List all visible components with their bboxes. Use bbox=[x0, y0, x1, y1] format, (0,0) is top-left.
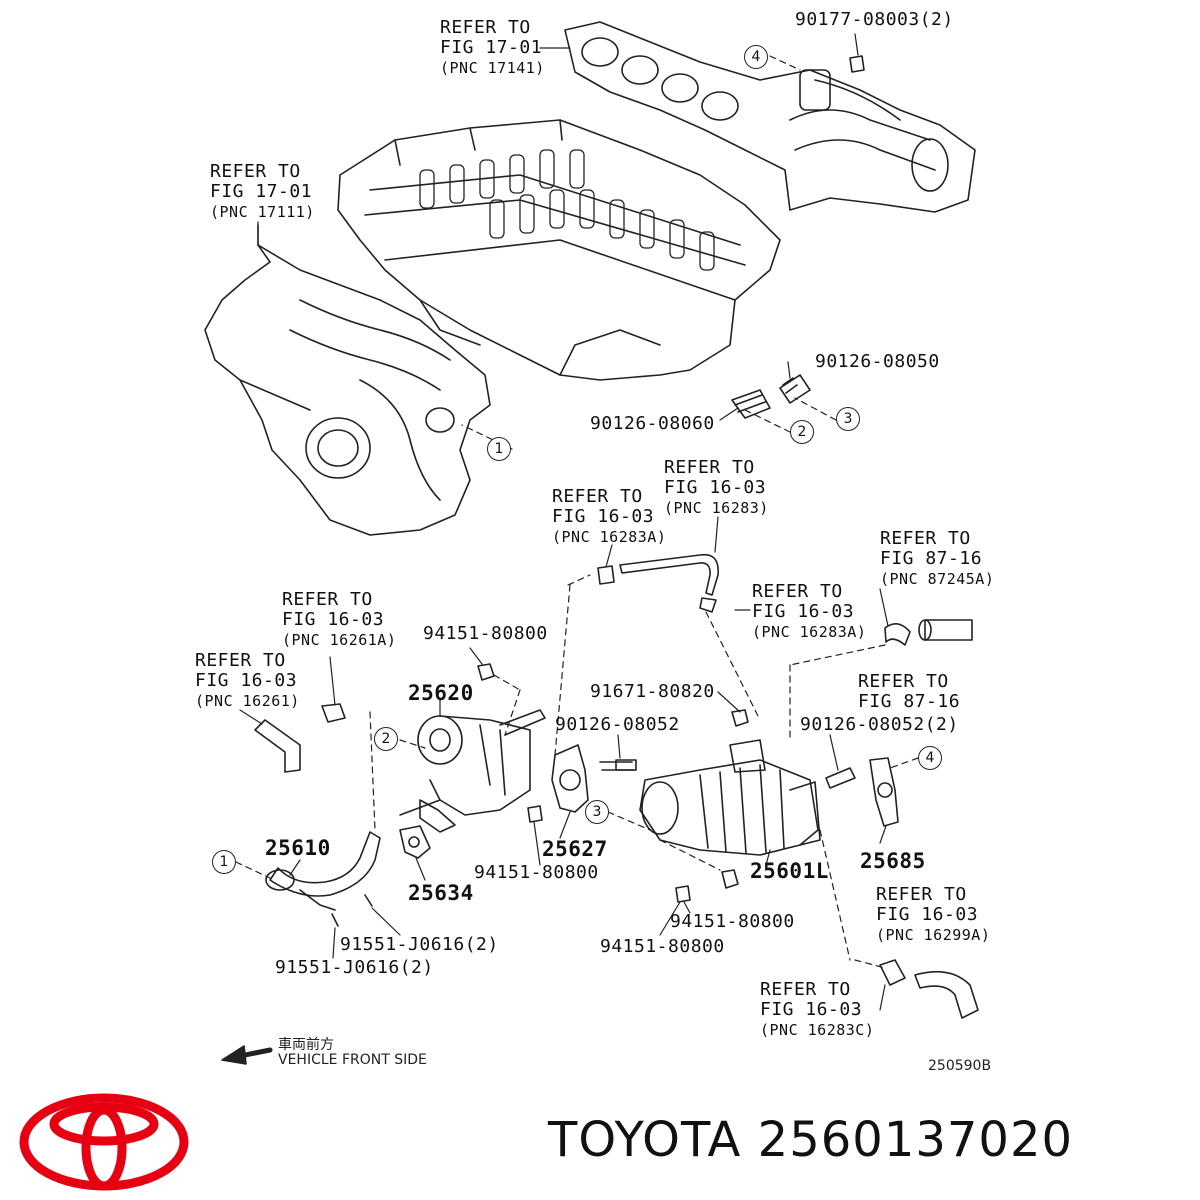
callout-1-top: 1 bbox=[487, 437, 511, 461]
part-label-25685: 25685 bbox=[860, 849, 926, 873]
vehicle-front-en: VEHICLE FRONT SIDE bbox=[278, 1052, 427, 1068]
part-label-90126-08060: 90126-08060 bbox=[590, 413, 715, 434]
intake-manifold-drawing bbox=[204, 224, 491, 536]
ref-label-16283a-right: REFER TO FIG 16-03 (PNC 16283A) bbox=[752, 581, 867, 642]
gasket-25634-drawing bbox=[399, 825, 431, 859]
vehicle-front-arrow bbox=[221, 1045, 273, 1065]
ref-label-17141: REFER TO FIG 17-01 (PNC 17141) bbox=[440, 17, 545, 78]
nuts-drawing bbox=[477, 55, 865, 903]
ref-label-16261: REFER TO FIG 16-03 (PNC 16261) bbox=[195, 650, 300, 711]
studs-drawing bbox=[599, 374, 856, 789]
part-label-94151-right: 94151-80800 bbox=[670, 911, 795, 932]
part-label-90126-08050: 90126-08050 bbox=[815, 351, 940, 372]
callout-3-mid: 3 bbox=[585, 800, 609, 824]
exhaust-manifold-drawing bbox=[564, 21, 976, 213]
egr-valve-drawing bbox=[399, 709, 546, 833]
part-label-94151-top: 94151-80800 bbox=[423, 623, 548, 644]
part-label-90126-08052-2: 90126-08052(2) bbox=[800, 714, 959, 735]
part-label-25601l: 25601L bbox=[750, 859, 829, 883]
hoses-drawing bbox=[254, 553, 979, 1019]
egr-cooler-drawing bbox=[639, 739, 821, 856]
gasket-25685-drawing bbox=[869, 757, 899, 827]
part-label-25610: 25610 bbox=[265, 836, 331, 860]
part-label-90126-08052: 90126-08052 bbox=[555, 714, 680, 735]
drawing-code: 250590B bbox=[928, 1058, 992, 1074]
part-label-91671: 91671-80820 bbox=[590, 681, 715, 702]
callout-4-mid: 4 bbox=[918, 746, 942, 770]
part-label-25627: 25627 bbox=[542, 837, 608, 861]
ref-label-16283c: REFER TO FIG 16-03 (PNC 16283C) bbox=[760, 979, 875, 1040]
ref-label-87245a: REFER TO FIG 87-16 (PNC 87245A) bbox=[880, 528, 995, 589]
part-number: 2560137020 bbox=[757, 1112, 1074, 1168]
callout-1-mid: 1 bbox=[212, 850, 236, 874]
brand-name: TOYOTA bbox=[548, 1112, 742, 1168]
cylinder-head-drawing bbox=[337, 119, 781, 381]
ref-label-16283: REFER TO FIG 16-03 (PNC 16283) bbox=[664, 457, 769, 518]
callout-3-top: 3 bbox=[836, 407, 860, 431]
ref-label-17111: REFER TO FIG 17-01 (PNC 17111) bbox=[210, 161, 315, 222]
callout-2-mid: 2 bbox=[374, 727, 398, 751]
ref-label-16299a: REFER TO FIG 16-03 (PNC 16299A) bbox=[876, 884, 991, 945]
brand-and-part-number: TOYOTA 2560137020 bbox=[548, 1112, 1073, 1168]
part-label-25634: 25634 bbox=[408, 881, 474, 905]
part-label-25620: 25620 bbox=[408, 681, 474, 705]
gasket-25627-drawing bbox=[551, 744, 589, 813]
ref-label-16261a: REFER TO FIG 16-03 (PNC 16261A) bbox=[282, 589, 397, 650]
ref-label-87-16: REFER TO FIG 87-16 bbox=[858, 671, 961, 712]
callout-4-top: 4 bbox=[744, 45, 768, 69]
pipe-25610-drawing bbox=[265, 831, 381, 927]
part-label-90177: 90177-08003(2) bbox=[795, 9, 954, 30]
ref-label-16283a-top: REFER TO FIG 16-03 (PNC 16283A) bbox=[552, 486, 667, 547]
callout-2-top: 2 bbox=[790, 420, 814, 444]
vehicle-front-jp: 車両前方 bbox=[278, 1037, 334, 1053]
part-label-94151-mid: 94151-80800 bbox=[474, 862, 599, 883]
part-label-94151-bottom: 94151-80800 bbox=[600, 936, 725, 957]
part-label-91551-b: 91551-J0616(2) bbox=[275, 957, 434, 978]
toyota-logo bbox=[19, 1093, 189, 1191]
part-label-91551-a: 91551-J0616(2) bbox=[340, 934, 499, 955]
